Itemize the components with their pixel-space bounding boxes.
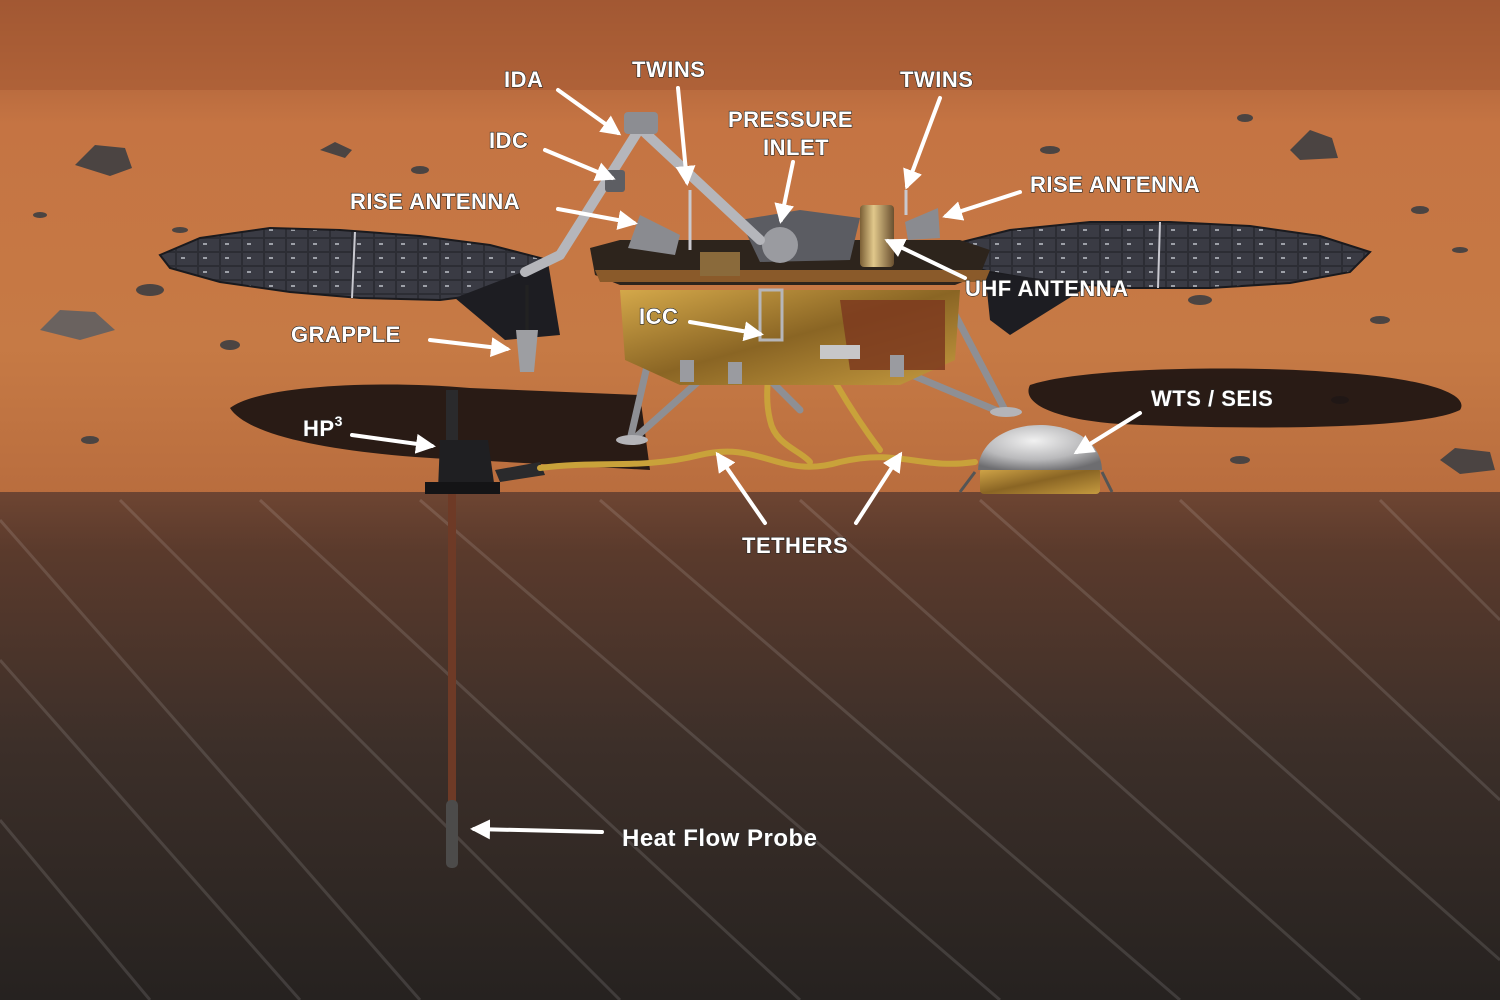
arrow-pressure-inlet bbox=[774, 160, 795, 224]
arrow-tethers-left bbox=[715, 451, 767, 525]
arrow-wts-seis bbox=[1073, 411, 1142, 455]
label-rise-antenna-left: RISE ANTENNA bbox=[350, 189, 520, 214]
arrow-ida bbox=[556, 88, 622, 136]
arrow-twins-left bbox=[675, 86, 696, 186]
label-heat-flow-probe: Heat Flow Probe bbox=[622, 825, 818, 852]
surface-rocks bbox=[33, 114, 1495, 474]
arrow-rise-antenna-right bbox=[942, 190, 1022, 221]
arrow-grapple bbox=[428, 337, 511, 358]
label-ida: IDA bbox=[504, 67, 543, 92]
right-footpad bbox=[990, 407, 1022, 417]
subsurface bbox=[0, 492, 1500, 1000]
label-twins-left: TWINS bbox=[632, 57, 705, 82]
uhf-antenna-shape bbox=[860, 205, 894, 267]
label-grapple: GRAPPLE bbox=[291, 322, 401, 347]
subsurface-streaks bbox=[0, 498, 1500, 1000]
ida-joint bbox=[624, 112, 658, 134]
robotic-arm bbox=[520, 123, 765, 277]
label-idc: IDC bbox=[489, 128, 528, 153]
label-hp3: HP3 bbox=[303, 413, 343, 441]
label-icc: ICC bbox=[639, 304, 678, 329]
rise-antenna-left-shape bbox=[628, 215, 680, 255]
left-panel-shadow bbox=[230, 384, 650, 470]
arrow-heat-flow-probe bbox=[470, 819, 604, 840]
label-hp3-superscript: 3 bbox=[335, 413, 343, 429]
label-uhf-antenna: UHF ANTENNA bbox=[965, 276, 1129, 301]
arrow-twins-right bbox=[903, 96, 942, 190]
callout-arrows bbox=[350, 86, 1142, 840]
label-twins-right: TWINS bbox=[900, 67, 973, 92]
label-rise-antenna-right: RISE ANTENNA bbox=[1030, 172, 1200, 197]
horizon-haze bbox=[0, 0, 1500, 90]
label-tethers: TETHERS bbox=[742, 533, 848, 558]
wts-seis-dome bbox=[958, 425, 1114, 494]
idc-camera bbox=[605, 170, 625, 192]
callout-labels: IDA IDC TWINS PRESSURE INLET TWINS RISE … bbox=[290, 56, 1273, 852]
label-hp3-base: HP bbox=[303, 416, 335, 441]
grapple-hook bbox=[516, 330, 538, 372]
arrow-rise-antenna-left bbox=[556, 207, 638, 230]
heat-flow-probe-mole bbox=[446, 800, 458, 868]
rise-antenna-right-shape bbox=[905, 208, 940, 240]
arrow-uhf-antenna bbox=[884, 238, 967, 280]
label-pressure-inlet-line2: INLET bbox=[763, 135, 829, 160]
lander-body bbox=[590, 240, 990, 385]
right-solar-array bbox=[948, 221, 1372, 335]
left-footpad bbox=[616, 435, 648, 445]
hp3-instrument bbox=[425, 390, 545, 868]
left-solar-array bbox=[158, 226, 560, 340]
arrow-hp3 bbox=[350, 433, 436, 454]
arrow-icc bbox=[688, 320, 764, 342]
label-wts-seis: WTS / SEIS bbox=[1151, 386, 1273, 411]
heat-flow-probe-tether bbox=[448, 494, 456, 866]
arrow-idc bbox=[543, 148, 616, 182]
label-pressure-inlet-line1: PRESSURE bbox=[728, 107, 853, 132]
arrow-tethers-right bbox=[854, 451, 903, 525]
